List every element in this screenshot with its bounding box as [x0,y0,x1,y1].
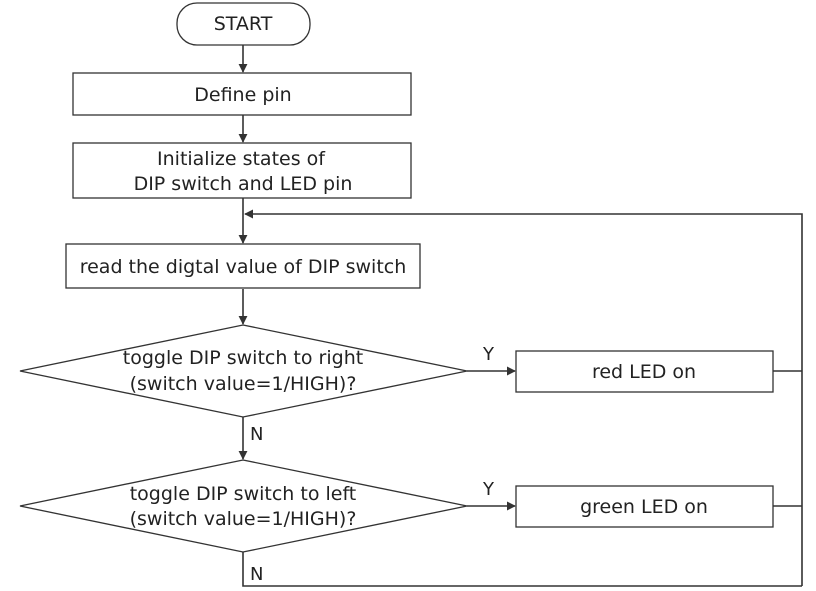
green-led-box [515,485,774,528]
decision-right-diamond [19,324,468,418]
start-label: START [214,13,273,35]
start-terminal [176,2,311,46]
initialize-label-line2: DIP switch and LED pin [134,173,353,195]
read-value-box [65,243,421,289]
edge-label-left-no: N [250,564,263,585]
decision-left-label-line1: toggle DIP switch to left [130,483,357,505]
define-pin-label: Define pin [194,84,291,106]
red-led-box [515,350,774,393]
read-value-label: read the digtal value of DIP switch [80,256,407,278]
define-pin-box [72,72,412,116]
edge-label-right-no: N [250,424,263,445]
red-led-label: red LED on [592,361,696,383]
initialize-label-line1: Initialize states of [157,148,326,170]
decision-right-label-line2: (switch value=1/HIGH)? [130,373,357,395]
edge-decision-left-no-return [242,552,802,587]
edge-loop-back-to-read [244,209,803,586]
edge-label-right-yes: Y [482,344,495,365]
edge-label-left-yes: Y [482,479,495,500]
decision-right-label-line1: toggle DIP switch to right [123,347,363,369]
initialize-box [72,142,412,199]
decision-left-diamond [19,459,468,553]
green-led-label: green LED on [580,496,708,518]
decision-left-label-line2: (switch value=1/HIGH)? [130,508,357,530]
